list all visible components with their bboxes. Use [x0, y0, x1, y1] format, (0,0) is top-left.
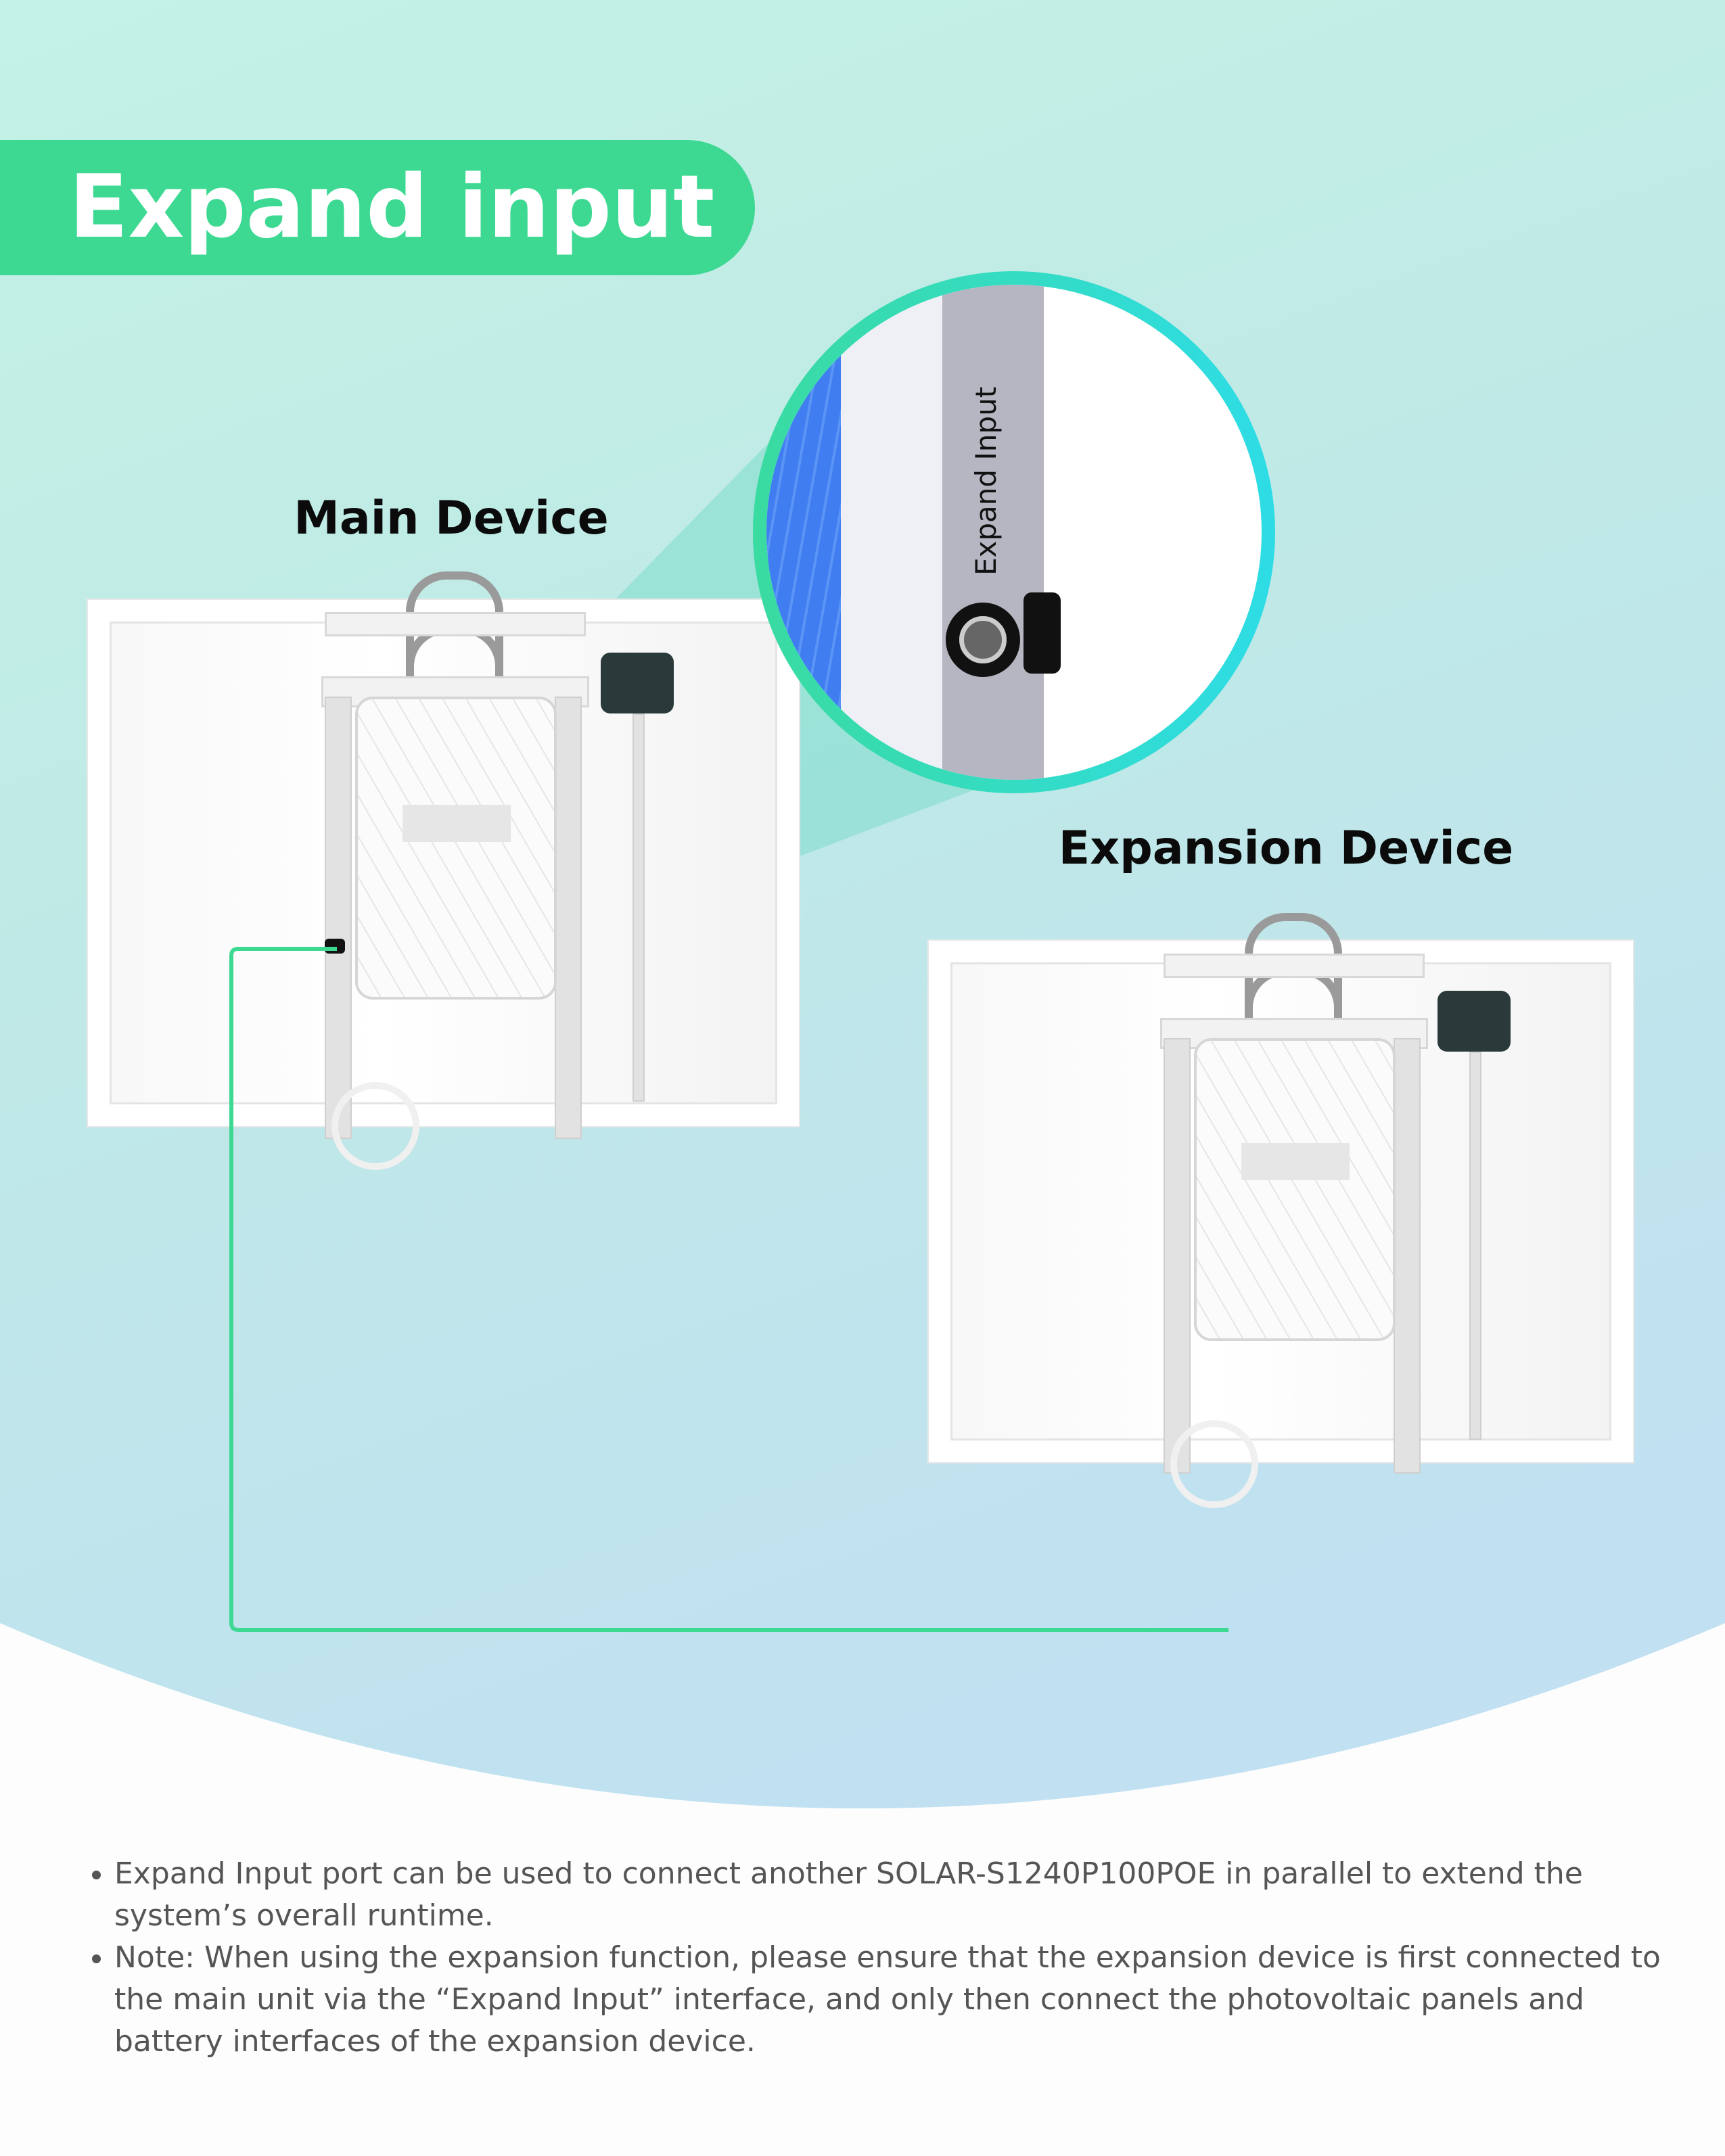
title-banner	[0, 140, 755, 275]
main-device-label: Main Device	[294, 492, 609, 545]
notes-list: Expand Input port can be used to connect…	[87, 1853, 1663, 2063]
zoom-callout: Expand Input	[766, 285, 1262, 780]
expansion-controller-unit	[1194, 1038, 1396, 1341]
main-unit-display	[402, 805, 511, 842]
expand-input-port-label: Expand Input	[969, 386, 1003, 576]
expand-input-port-icon	[946, 603, 1020, 677]
note-item: Note: When using the expansion function,…	[114, 1937, 1663, 2063]
expansion-junction-box	[1438, 991, 1511, 1052]
main-rail-right	[555, 697, 582, 1139]
main-cable	[632, 713, 645, 1102]
expansion-cable	[1469, 1052, 1481, 1440]
page-title: Expand input	[69, 157, 715, 258]
unit-side	[841, 285, 942, 780]
white-arc-footer	[0, 1623, 1725, 2156]
expansion-cable-coil	[1170, 1420, 1258, 1508]
note-item: Expand Input port can be used to connect…	[114, 1853, 1663, 1937]
main-junction-box	[601, 653, 674, 713]
main-rail-left	[325, 697, 352, 1139]
main-cable-coil	[331, 1082, 419, 1170]
expansion-unit-display	[1241, 1143, 1350, 1180]
port-cap-icon	[1024, 592, 1061, 674]
main-controller-unit	[355, 697, 557, 1000]
solar-cells	[766, 285, 841, 780]
main-bracket-top	[325, 612, 586, 636]
expansion-rail-right	[1394, 1038, 1421, 1474]
expansion-device-label: Expansion Device	[1058, 822, 1514, 875]
expansion-bracket-top	[1164, 954, 1425, 978]
unit-edge	[942, 285, 1044, 780]
